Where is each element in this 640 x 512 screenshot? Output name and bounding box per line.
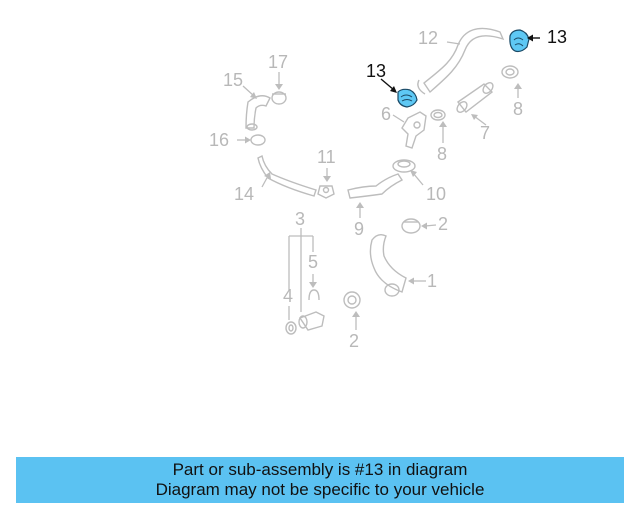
label-13-middle: 13 xyxy=(366,61,386,81)
label-1: 1 xyxy=(427,271,437,291)
label-3: 3 xyxy=(295,209,305,229)
label-13-upper: 13 xyxy=(547,27,567,47)
part-16-fitting: 16 xyxy=(209,130,266,150)
label-2-lower: 2 xyxy=(349,331,359,351)
part-14-pipe: 14 xyxy=(234,154,317,204)
label-8-right: 8 xyxy=(513,99,523,119)
label-15: 15 xyxy=(223,70,243,90)
part-10-cap: 10 xyxy=(392,159,446,204)
label-11: 11 xyxy=(317,147,336,167)
part-7-hose: 7 xyxy=(456,82,494,143)
label-5: 5 xyxy=(308,252,318,272)
part-6-fitting: 6 xyxy=(381,104,427,149)
part-15-hose: 15 xyxy=(223,70,271,131)
label-17: 17 xyxy=(268,52,288,72)
part-2-clamp-upper: 2 xyxy=(401,214,448,234)
banner-line-1: Part or sub-assembly is #13 in diagram xyxy=(172,460,468,479)
part-13-clamp-middle: 13 xyxy=(366,61,418,108)
label-4: 4 xyxy=(283,286,293,306)
part-12-hose: 12 xyxy=(417,27,505,95)
part-8-ring-middle: 8 xyxy=(430,109,447,164)
label-9: 9 xyxy=(354,219,364,239)
label-6: 6 xyxy=(381,104,391,124)
part-13-clamp-upper: 13 xyxy=(509,27,567,53)
label-16: 16 xyxy=(209,130,229,150)
label-7: 7 xyxy=(480,123,490,143)
banner-line-2: Diagram may not be specific to your vehi… xyxy=(155,480,485,499)
part-8-ring-right: 8 xyxy=(501,65,523,119)
part-2-clamp-lower: 2 xyxy=(343,291,361,351)
label-8-middle: 8 xyxy=(437,144,447,164)
label-10: 10 xyxy=(426,184,446,204)
label-12: 12 xyxy=(418,28,438,48)
label-14: 14 xyxy=(234,184,254,204)
part-11-sensor: 11 xyxy=(317,147,336,199)
parts-diagram: 12 13 13 6 8 7 xyxy=(209,27,567,351)
info-banner: Part or sub-assembly is #13 in diagram D… xyxy=(16,457,624,503)
part-17-clamp: 17 xyxy=(268,52,288,105)
label-2-upper: 2 xyxy=(438,214,448,234)
part-1-hose: 1 xyxy=(369,233,437,297)
part-9-hose: 9 xyxy=(347,173,404,239)
group-3-assembly: 3 5 4 xyxy=(283,209,325,335)
